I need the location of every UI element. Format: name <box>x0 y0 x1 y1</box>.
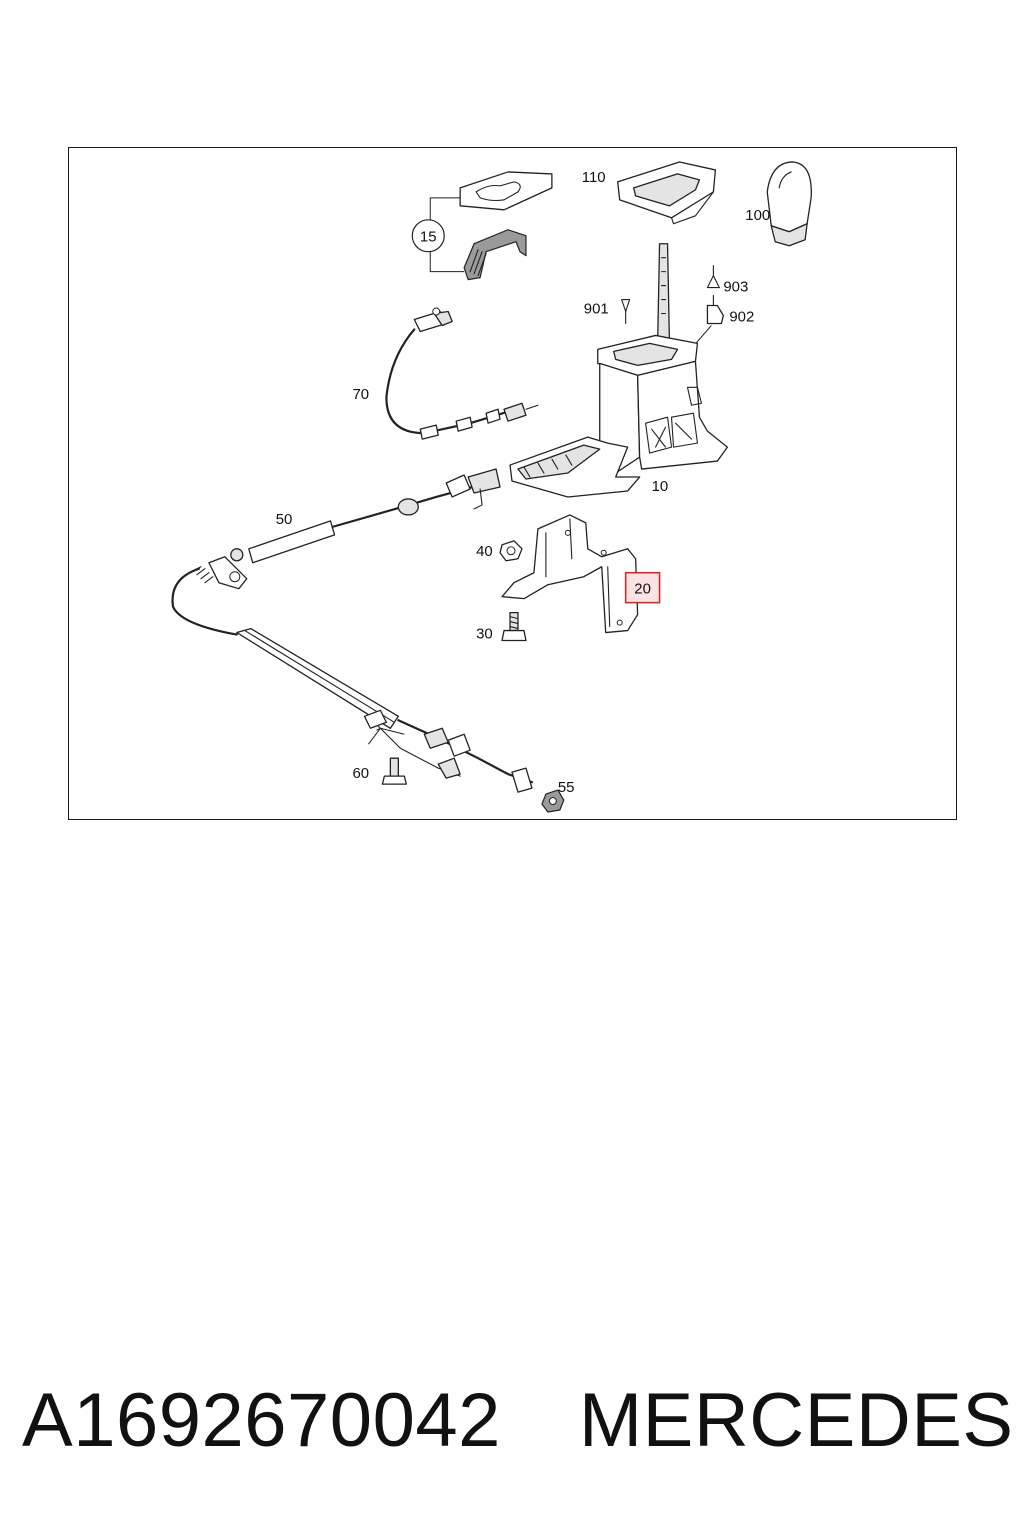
part-10-shifter-housing[interactable] <box>509 243 729 498</box>
callout-60: 60 <box>352 765 369 782</box>
part-902-bushing[interactable] <box>706 295 725 325</box>
part-20-bracket[interactable] <box>501 514 639 634</box>
leader-60 <box>368 727 405 745</box>
part-40-nut[interactable] <box>499 540 523 562</box>
callout-901: 901 <box>584 301 609 318</box>
callout-30: 30 <box>476 626 493 643</box>
part-55-nut[interactable] <box>541 789 565 813</box>
callout-70: 70 <box>352 386 369 403</box>
callout-20: 20 <box>634 581 651 598</box>
callout-10: 10 <box>652 478 669 495</box>
part-100-shift-knob[interactable] <box>766 161 812 247</box>
part-903-clip[interactable] <box>706 265 720 289</box>
callout-110: 110 <box>582 169 606 186</box>
part-110-trim-frame[interactable] <box>617 161 717 225</box>
part-901-pin[interactable] <box>621 298 631 325</box>
callout-55: 55 <box>558 779 575 796</box>
part-30-bolt[interactable] <box>501 611 527 642</box>
leader-15 <box>429 197 465 273</box>
part-50-selector-cable[interactable] <box>171 468 501 636</box>
callout-50: 50 <box>276 511 293 528</box>
part-70-cable[interactable] <box>385 307 539 440</box>
part-caption: A1692670042 MERCEDES <box>22 1370 1014 1470</box>
lower-cable-assembly[interactable] <box>236 627 534 793</box>
callout-903: 903 <box>723 279 748 296</box>
part-15-gate-cover[interactable] <box>459 171 553 281</box>
callout-20-highlight <box>624 571 661 604</box>
brand-name: MERCEDES <box>578 1377 1014 1463</box>
parts-diagram: 15 110 100 903 902 901 <box>68 147 957 820</box>
callout-100: 100 <box>745 207 770 224</box>
callout-902: 902 <box>729 308 754 325</box>
exploded-view-drawing: 15 110 100 903 902 901 <box>171 161 812 813</box>
part-number: A1692670042 <box>22 1377 501 1463</box>
callout-15: 15 <box>420 229 437 246</box>
callout-15-circle <box>411 219 445 253</box>
part-60-screw[interactable] <box>381 757 407 785</box>
callout-40: 40 <box>476 543 493 560</box>
